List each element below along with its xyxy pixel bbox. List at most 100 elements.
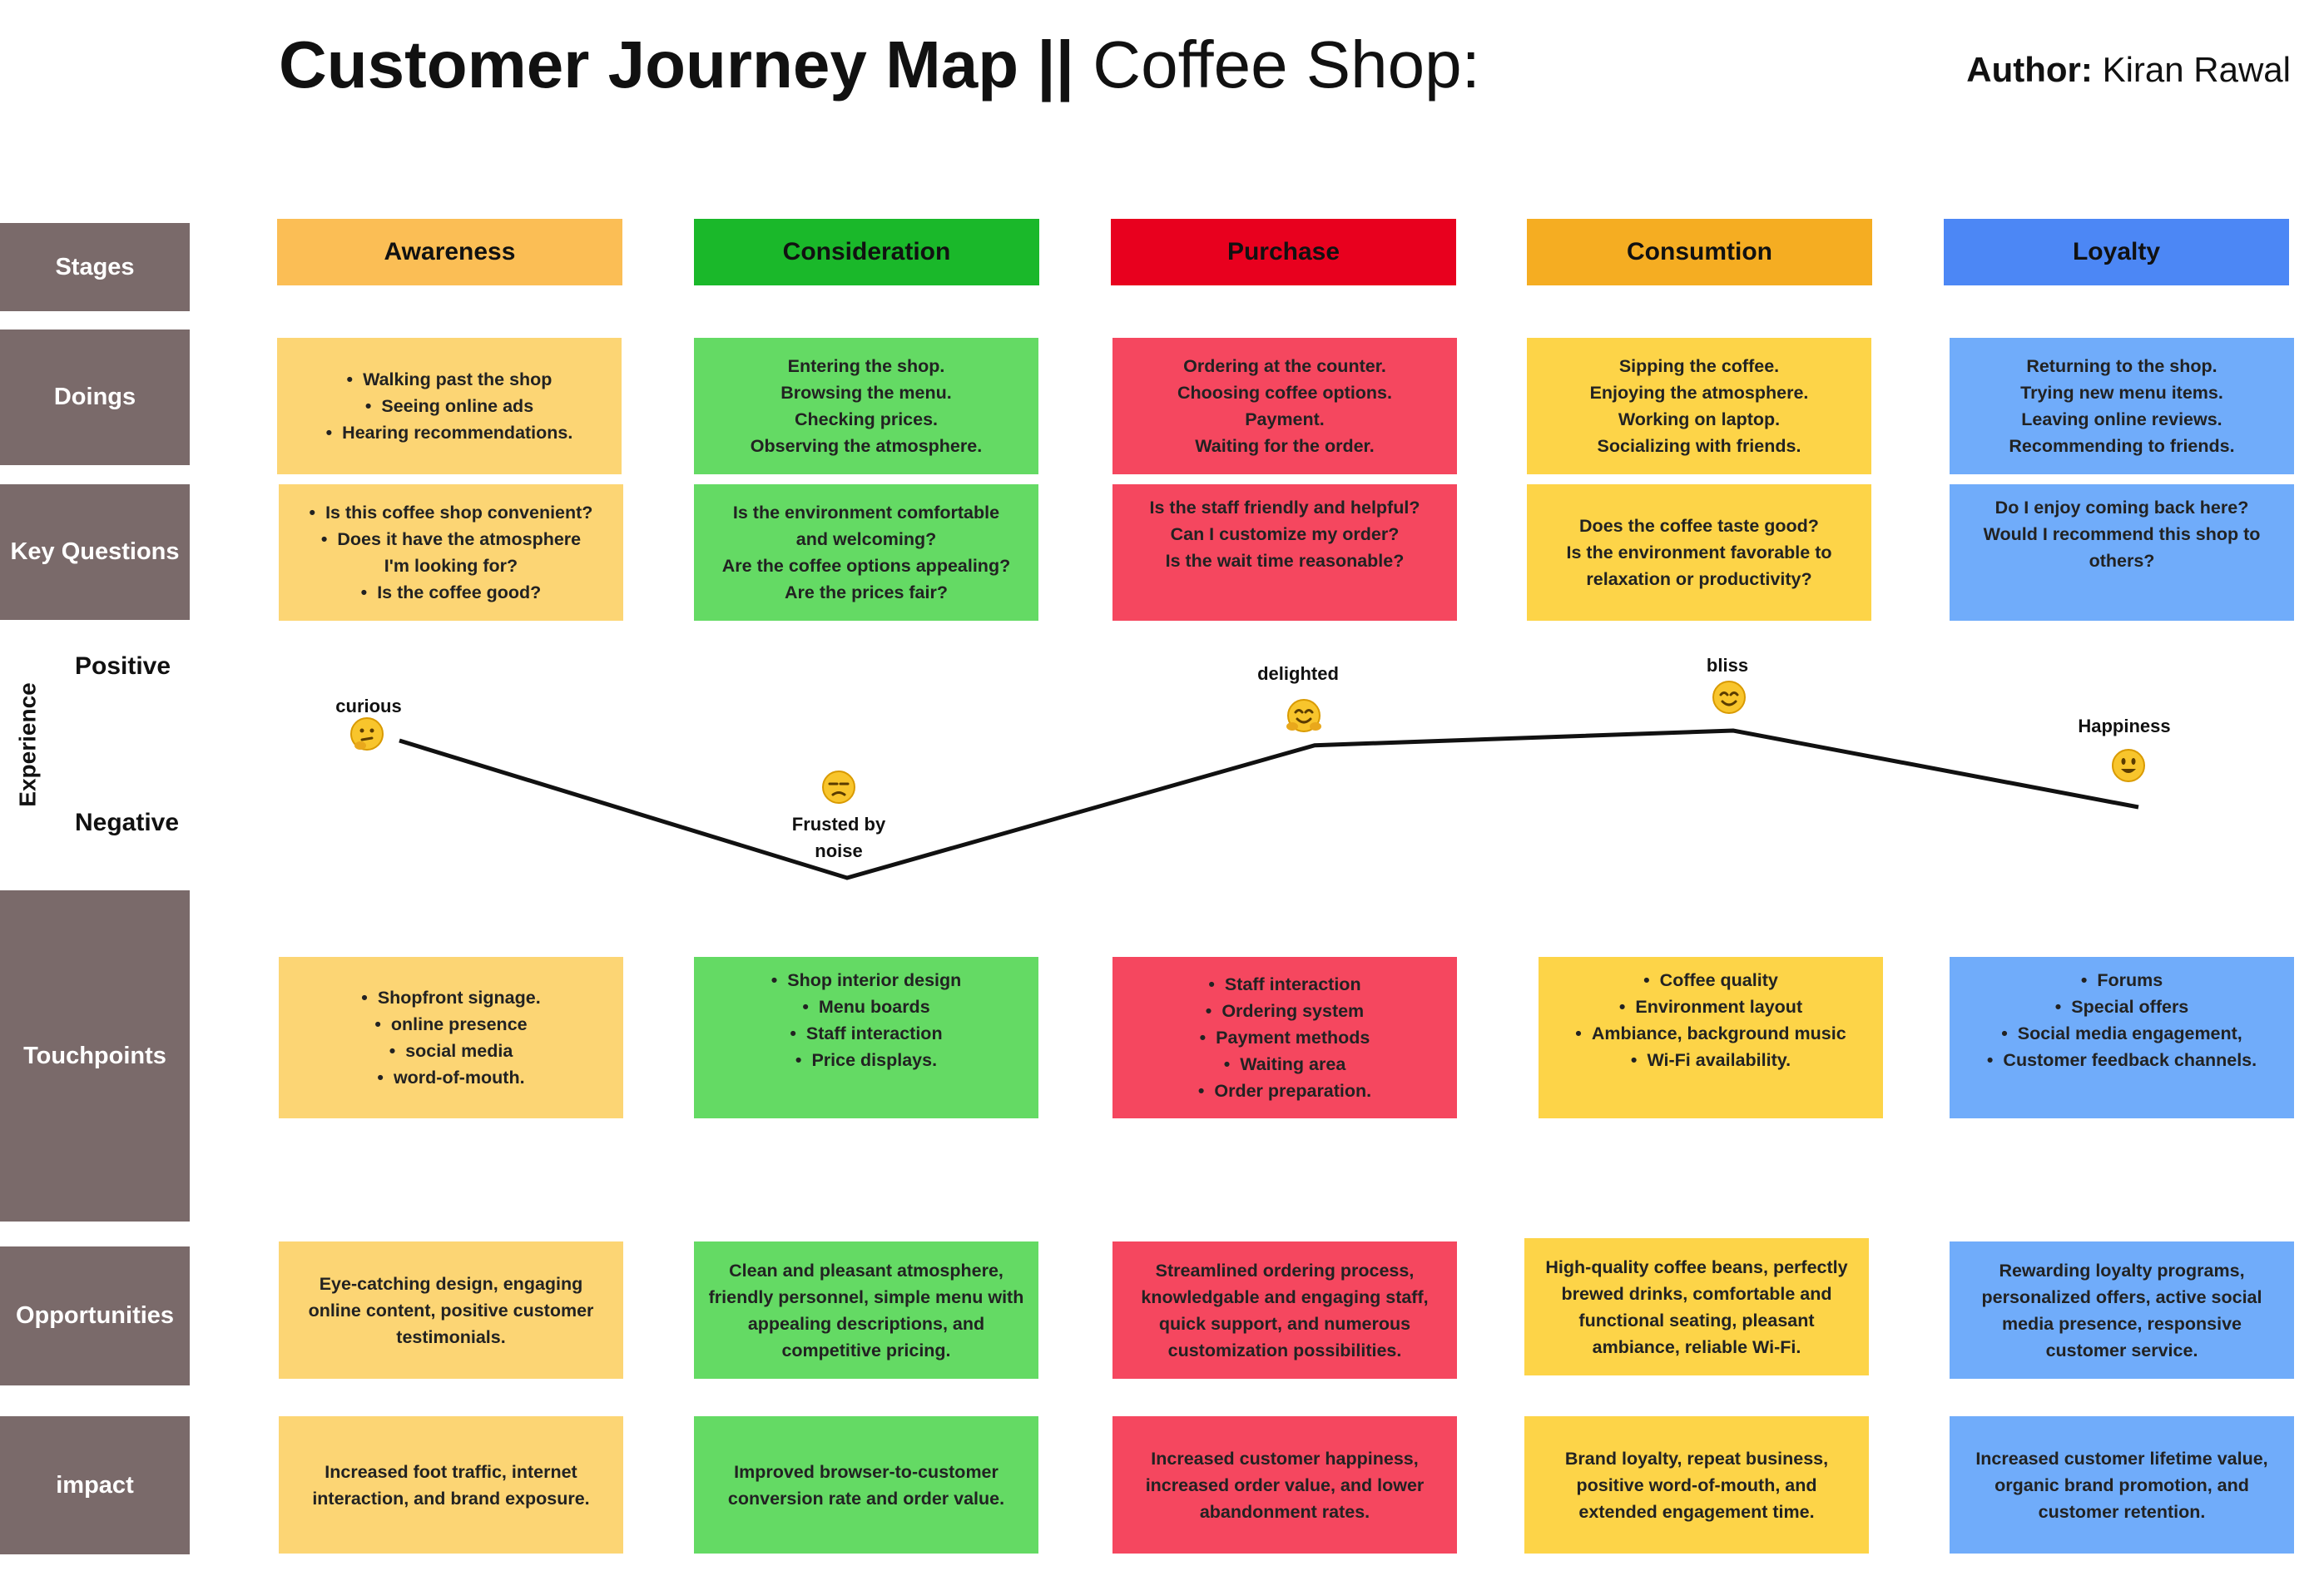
touchpoints-card-consideration: Shop interior design Menu boards Staff i…	[694, 957, 1038, 1118]
key-questions-card-consideration: Is the environment comfortable and welco…	[694, 484, 1038, 621]
touchpoint-item: social media	[361, 1038, 540, 1064]
opportunities-text: Rewarding loyalty programs, personalized…	[1981, 1260, 2262, 1360]
doings-item: Seeing online ads	[326, 393, 573, 419]
doings-text: Entering the shop. Browsing the menu. Ch…	[750, 356, 983, 456]
stage-header-loyalty: Loyalty	[1944, 219, 2289, 285]
opportunities-card-loyalty: Rewarding loyalty programs, personalized…	[1950, 1241, 2294, 1379]
experience-negative-label: Negative	[75, 809, 180, 836]
hugging-face-icon	[1286, 699, 1321, 732]
key-questions-card-loyalty: Do I enjoy coming back here? Would I rec…	[1950, 484, 2294, 621]
touchpoints-card-purchase: Staff interaction Ordering system Paymen…	[1112, 957, 1457, 1118]
doings-item: Hearing recommendations.	[326, 419, 572, 446]
doings-card-consumption: Sipping the coffee. Enjoying the atmosph…	[1527, 338, 1871, 474]
opportunities-text: Clean and pleasant atmosphere, friendly …	[708, 1260, 1024, 1360]
impact-card-consumption: Brand loyalty, repeat business, positive…	[1524, 1416, 1869, 1554]
touchpoint-item: Menu boards	[771, 994, 962, 1020]
page-title-sub: Coffee Shop:	[1093, 27, 1480, 102]
experience-line	[399, 728, 2139, 880]
thinking-face-icon	[350, 717, 384, 751]
page-title: Customer Journey Map || Coffee Shop:	[279, 23, 1480, 107]
key-question-item: Is the coffee good?	[310, 579, 593, 606]
row-label-key-questions: Key Questions	[0, 484, 190, 620]
impact-text: Brand loyalty, repeat business, positive…	[1564, 1448, 1829, 1522]
doings-text: Returning to the shop. Trying new menu i…	[2009, 356, 2235, 456]
touchpoint-item: Ambiance, background music	[1575, 1020, 1846, 1047]
touchpoint-item: Price displays.	[771, 1047, 962, 1073]
key-questions-text: Is the staff friendly and helpful? Can I…	[1149, 498, 1420, 571]
smiling-face-icon	[1712, 681, 1746, 714]
opportunities-card-purchase: Streamlined ordering process, knowledgab…	[1112, 1241, 1457, 1379]
row-label-opportunities: Opportunities	[0, 1246, 190, 1385]
touchpoint-item: Shopfront signage.	[361, 984, 541, 1011]
impact-text: Increased customer lifetime value, organ…	[1975, 1448, 2268, 1522]
doings-card-consideration: Entering the shop. Browsing the menu. Ch…	[694, 338, 1038, 474]
doings-card-awareness: Walking past the shop Seeing online ads …	[277, 338, 622, 474]
key-questions-card-awareness: Is this coffee shop convenient? Does it …	[279, 484, 623, 621]
touchpoint-item: Customer feedback channels.	[1987, 1047, 2257, 1073]
stage-header-awareness: Awareness	[277, 219, 622, 285]
author-label: Author:	[1966, 50, 2093, 89]
row-label-stages: Stages	[0, 223, 190, 311]
doings-text: Sipping the coffee. Enjoying the atmosph…	[1589, 356, 1809, 456]
opportunities-text: Eye-catching design, engaging online con…	[308, 1273, 594, 1347]
opportunities-text: High-quality coffee beans, perfectly bre…	[1545, 1256, 1848, 1357]
touchpoint-item: Payment methods	[1198, 1024, 1371, 1051]
experience-emotion-label: delighted	[1257, 663, 1339, 684]
stage-header-purchase: Purchase	[1111, 219, 1456, 285]
row-label-impact: impact	[0, 1416, 190, 1554]
touchpoint-item: Ordering system	[1198, 998, 1371, 1024]
touchpoint-item: Shop interior design	[771, 967, 961, 994]
doings-card-loyalty: Returning to the shop. Trying new menu i…	[1950, 338, 2294, 474]
touchpoint-item: Special offers	[1987, 994, 2257, 1020]
experience-emotion-label: bliss	[1707, 655, 1748, 676]
opportunities-card-consideration: Clean and pleasant atmosphere, friendly …	[694, 1241, 1038, 1379]
experience-emotion-label: Frusted by	[792, 814, 886, 835]
opportunities-text: Streamlined ordering process, knowledgab…	[1141, 1260, 1429, 1360]
doings-card-purchase: Ordering at the counter. Choosing coffee…	[1112, 338, 1457, 474]
experience-emotion-label: curious	[335, 696, 401, 716]
key-questions-card-consumption: Does the coffee taste good? Is the envir…	[1527, 484, 1871, 621]
author-line: Author: Kiran Rawal	[1966, 45, 2291, 95]
touchpoint-item: Coffee quality	[1575, 967, 1846, 994]
touchpoint-item: Forums	[1987, 967, 2257, 994]
impact-card-consideration: Improved browser-to-customer conversion …	[694, 1416, 1038, 1554]
opportunities-card-awareness: Eye-catching design, engaging online con…	[279, 1241, 623, 1379]
key-questions-text: Do I enjoy coming back here? Would I rec…	[1983, 498, 2261, 571]
touchpoint-item: Staff interaction	[771, 1020, 962, 1047]
key-questions-text: Is the environment comfortable and welco…	[721, 503, 1011, 602]
experience-emotion-label: Happiness	[2078, 716, 2170, 736]
impact-text: Improved browser-to-customer conversion …	[727, 1461, 1005, 1509]
impact-card-awareness: Increased foot traffic, internet interac…	[279, 1416, 623, 1554]
unamused-face-icon	[822, 771, 855, 804]
key-question-item: Does it have the atmosphere I'm looking …	[310, 526, 593, 579]
impact-text: Increased customer happiness, increased …	[1145, 1448, 1425, 1522]
touchpoint-item: Waiting area	[1198, 1051, 1371, 1078]
key-questions-text: Does the coffee taste good? Is the envir…	[1566, 516, 1832, 589]
doings-item: Walking past the shop	[326, 366, 573, 393]
stage-header-consumption: Consumtion	[1527, 219, 1872, 285]
impact-text: Increased foot traffic, internet interac…	[312, 1461, 590, 1509]
touchpoint-item: online presence	[361, 1011, 540, 1038]
touchpoint-item: Social media engagement,	[1987, 1020, 2257, 1047]
touchpoint-item: Environment layout	[1575, 994, 1846, 1020]
grinning-face-icon	[2112, 749, 2145, 782]
doings-text: Ordering at the counter. Choosing coffee…	[1177, 356, 1392, 456]
impact-card-loyalty: Increased customer lifetime value, organ…	[1950, 1416, 2294, 1554]
touchpoint-item: word-of-mouth.	[361, 1064, 540, 1091]
touchpoints-card-awareness: Shopfront signage. online presence socia…	[279, 957, 623, 1118]
row-label-doings: Doings	[0, 330, 190, 465]
experience-positive-label: Positive	[75, 652, 171, 680]
touchpoint-item: Wi-Fi availability.	[1575, 1047, 1846, 1073]
experience-axis-label: Experience	[15, 682, 42, 807]
stage-header-consideration: Consideration	[694, 219, 1039, 285]
impact-card-purchase: Increased customer happiness, increased …	[1112, 1416, 1457, 1554]
experience-emotion-label: noise	[815, 840, 862, 861]
key-questions-card-purchase: Is the staff friendly and helpful? Can I…	[1112, 484, 1457, 621]
author-name: Kiran Rawal	[2102, 50, 2291, 89]
page-title-main: Customer Journey Map ||	[279, 27, 1075, 102]
touchpoint-item: Staff interaction	[1198, 971, 1371, 998]
touchpoint-item: Order preparation.	[1198, 1078, 1371, 1104]
opportunities-card-consumption: High-quality coffee beans, perfectly bre…	[1524, 1238, 1869, 1375]
touchpoints-card-loyalty: Forums Special offers Social media engag…	[1950, 957, 2294, 1118]
row-label-touchpoints: Touchpoints	[0, 890, 190, 1222]
